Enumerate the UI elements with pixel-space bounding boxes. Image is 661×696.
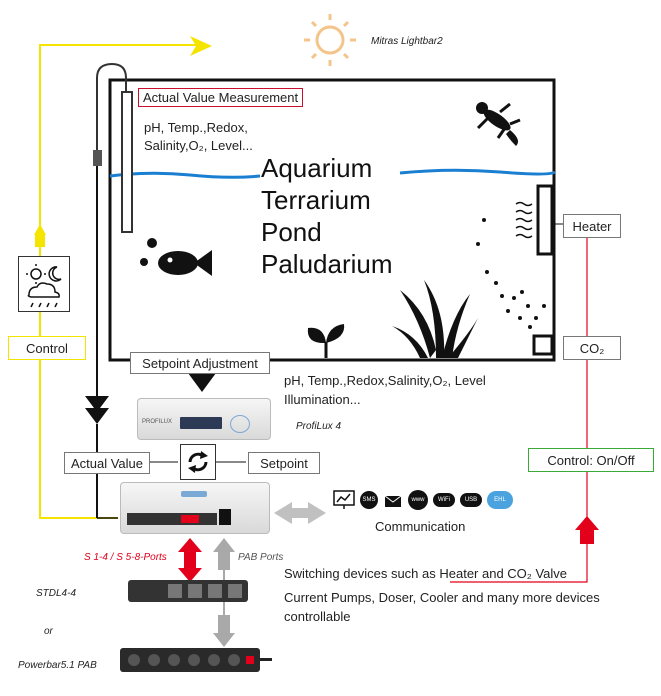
cloud-icon: EHL <box>487 491 513 509</box>
switching-line3: controllable <box>284 609 351 624</box>
habitat-aquarium: Aquarium <box>261 153 373 183</box>
stdl-label: STDL4-4 <box>36 588 77 599</box>
switching-line1: Switching devices such as Heater and CO₂… <box>284 566 567 581</box>
switching-line2: Current Pumps, Doser, Cooler and many mo… <box>284 590 600 605</box>
params-line2: Salinity,O₂, Level... <box>144 138 253 153</box>
heater-label: Heater <box>563 214 621 238</box>
red-arrow-up <box>575 516 599 530</box>
gray-pab-arrow-down <box>213 633 235 647</box>
profilux-display-device: PROFILUX <box>137 398 271 440</box>
habitat-terrarium: Terrarium <box>261 185 371 215</box>
black-arrow-down <box>85 396 109 412</box>
s-ports <box>181 515 199 523</box>
s-ports-label: S 1-4 / S 5-8-Ports <box>84 552 167 563</box>
probe-connector <box>93 150 102 166</box>
co2-label: CO₂ <box>563 336 621 360</box>
mitras-label: Mitras Lightbar2 <box>371 36 443 47</box>
red-ports-arrow <box>184 552 196 568</box>
www-icon: www <box>408 490 428 510</box>
probe-body <box>121 91 133 233</box>
communication-icons: SMS www WiFi USB EHL <box>333 490 513 510</box>
control-onoff-label: Control: On/Off <box>528 448 654 472</box>
usb-icon: USB <box>460 493 482 507</box>
communication-arrow <box>274 502 326 524</box>
powerbar-cable <box>260 658 272 661</box>
habitat-list: Aquarium Terrarium Pond Paludarium <box>261 152 393 280</box>
gray-pab-arrow-up <box>213 538 235 552</box>
powerbar-strip <box>120 648 260 672</box>
wifi-icon: WiFi <box>433 493 455 507</box>
pab-ports-label: PAB Ports <box>238 552 284 563</box>
pab-port <box>219 509 231 525</box>
profilux-label: ProfiLux 4 <box>296 421 342 432</box>
chart-monitor-icon <box>333 490 355 509</box>
sms-icon: SMS <box>360 491 378 509</box>
habitat-paludarium: Paludarium <box>261 249 393 279</box>
communication-label: Communication <box>375 519 466 534</box>
cycle-icon <box>180 444 216 480</box>
base-logo <box>181 491 207 497</box>
or-label: or <box>44 626 53 637</box>
controller-base-device <box>120 482 270 534</box>
weather-icon <box>18 256 70 312</box>
setpoint-params-line1: pH, Temp.,Redox,Salinity,O₂, Level <box>284 373 486 388</box>
water-line-right <box>399 168 556 176</box>
actual-value-label: Actual Value <box>64 452 150 474</box>
co2-diffuser <box>532 334 554 356</box>
setpoint-label: Setpoint <box>248 452 320 474</box>
setpoint-params-line2: Illumination... <box>284 392 361 407</box>
control-label: Control <box>8 336 86 360</box>
device-logo: PROFILUX <box>142 419 173 425</box>
yellow-arrow-up <box>35 235 45 247</box>
yellow-arrow-right <box>190 36 212 56</box>
habitat-pond: Pond <box>261 217 322 247</box>
heater-element <box>536 184 554 256</box>
setpoint-arrow-down <box>188 373 216 392</box>
device-dpad <box>230 415 250 433</box>
actual-value-measurement-label: Actual Value Measurement <box>138 88 304 107</box>
stdl-power-strip <box>128 580 248 602</box>
powerbar-label: Powerbar5.1 PAB <box>18 660 97 671</box>
device-screen <box>180 417 222 429</box>
setpoint-adjustment-label: Setpoint Adjustment <box>130 352 270 374</box>
mail-icon <box>384 495 402 507</box>
water-line-left <box>109 171 261 179</box>
probe-cable <box>96 62 127 155</box>
base-ports <box>127 513 217 525</box>
params-line1: pH, Temp.,Redox, <box>144 120 248 135</box>
